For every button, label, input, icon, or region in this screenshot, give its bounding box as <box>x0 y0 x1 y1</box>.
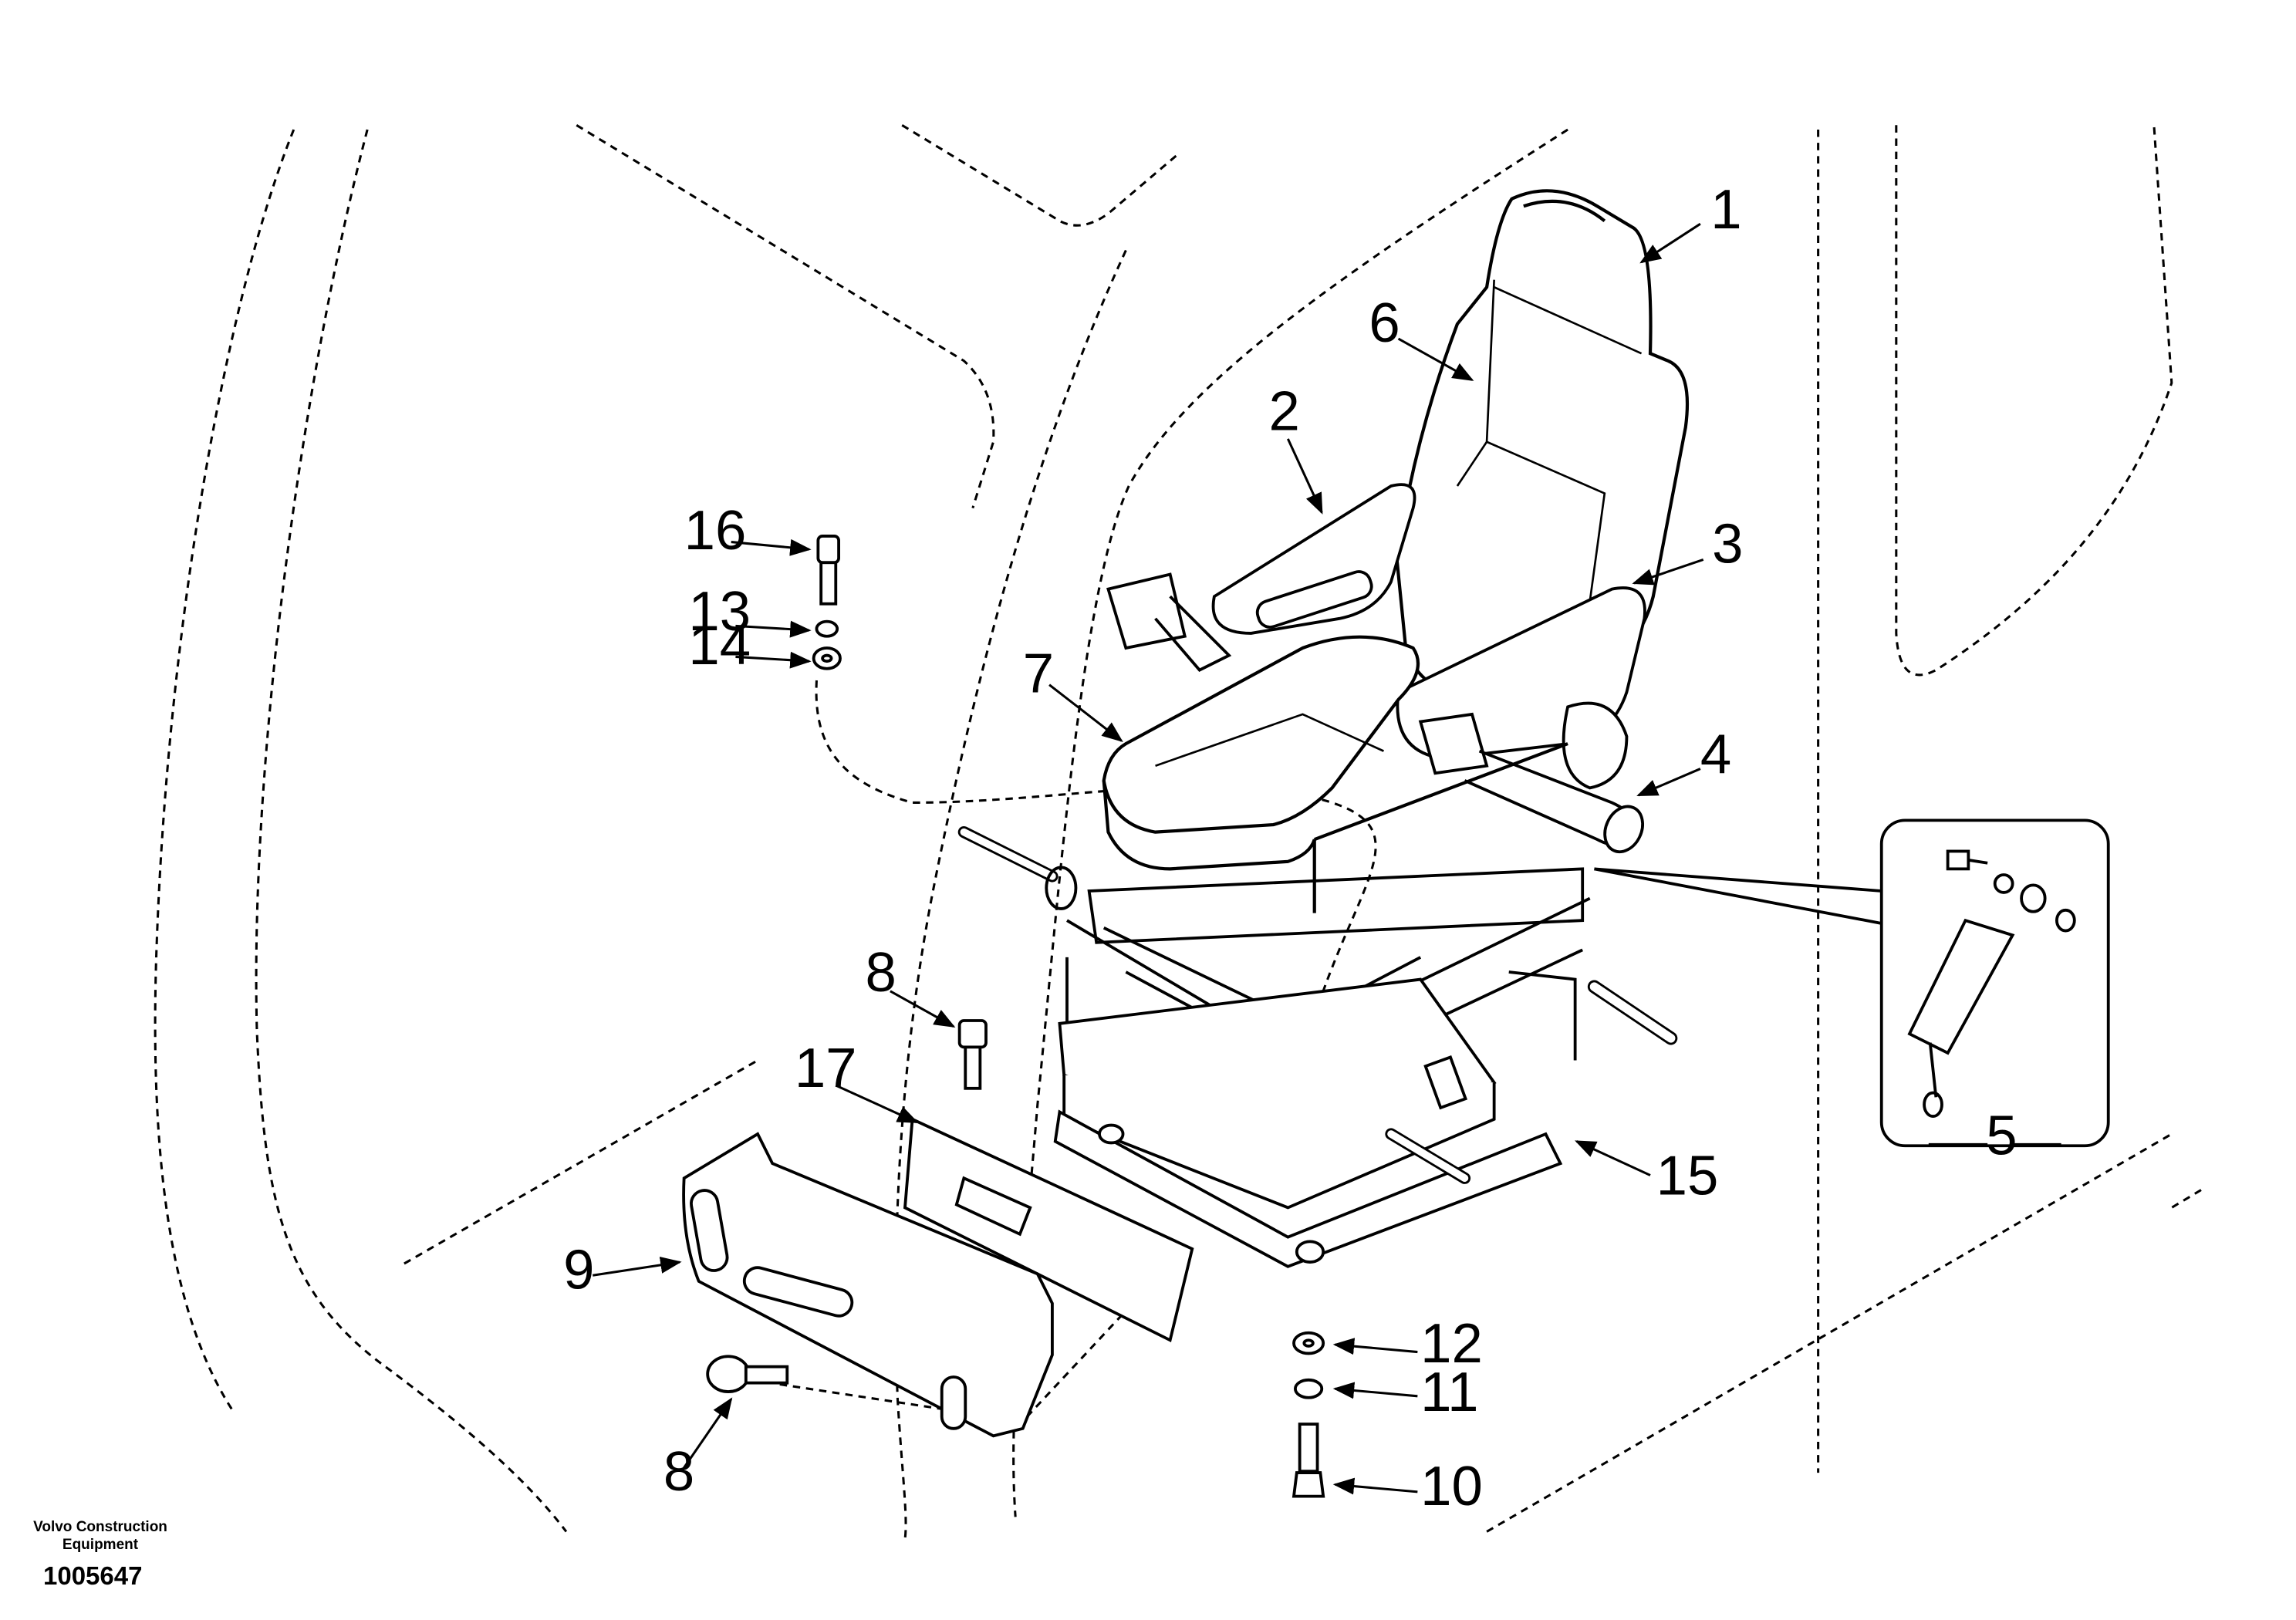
callout-6: 6 <box>1369 292 1400 354</box>
callout-12: 12 <box>1420 1312 1483 1375</box>
callout-7: 7 <box>1023 642 1054 704</box>
callout-1: 1 <box>1710 178 1741 241</box>
callout-17: 17 <box>795 1037 857 1099</box>
fasteners <box>706 535 1325 1498</box>
callout-11: 11 <box>1420 1361 1478 1423</box>
callout-15: 15 <box>1656 1144 1719 1207</box>
callout-9: 9 <box>563 1238 594 1301</box>
callout-16: 16 <box>684 499 747 562</box>
company-name-line2: Equipment <box>62 1537 139 1553</box>
bracket-17 <box>903 1117 1194 1343</box>
callout-3: 3 <box>1712 512 1743 575</box>
callout-8-upper: 8 <box>865 941 896 1004</box>
callouts: 1 6 2 3 16 13 14 7 4 8 17 5 15 9 12 11 8… <box>563 178 2017 1517</box>
callout-8-lower: 8 <box>663 1440 694 1503</box>
callout-4: 4 <box>1700 723 1731 785</box>
callout-14: 14 <box>688 614 751 677</box>
seat-base-rails <box>1053 977 1563 1268</box>
seat-belt <box>1106 572 1644 854</box>
seat-cushion <box>1102 635 1568 913</box>
callout-5: 5 <box>1986 1105 2017 1167</box>
company-name-line1: Volvo Construction <box>33 1519 167 1535</box>
gas-spring-inset <box>1594 818 2110 1148</box>
left-armrest <box>1211 483 1416 635</box>
cover-panel-9 <box>682 1132 1054 1438</box>
callout-13: 13 <box>688 580 751 643</box>
leader-lines <box>593 222 1704 1495</box>
callout-2: 2 <box>1269 380 1300 442</box>
callout-10: 10 <box>1420 1455 1483 1517</box>
company-name: Volvo Construction Equipment <box>15 1518 185 1554</box>
drawing-number: 1005647 <box>43 1561 143 1590</box>
